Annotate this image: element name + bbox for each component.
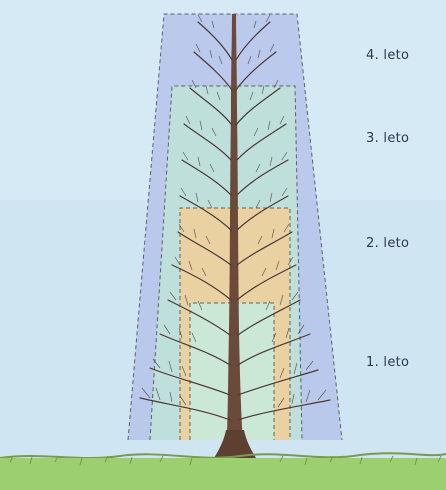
year-2-label: 2. leto [366,236,409,251]
year-4-label: 4. leto [366,48,409,63]
year-1-label: 1. leto [366,355,409,370]
grass-strip [0,458,446,490]
year-3-label: 3. leto [366,131,409,146]
